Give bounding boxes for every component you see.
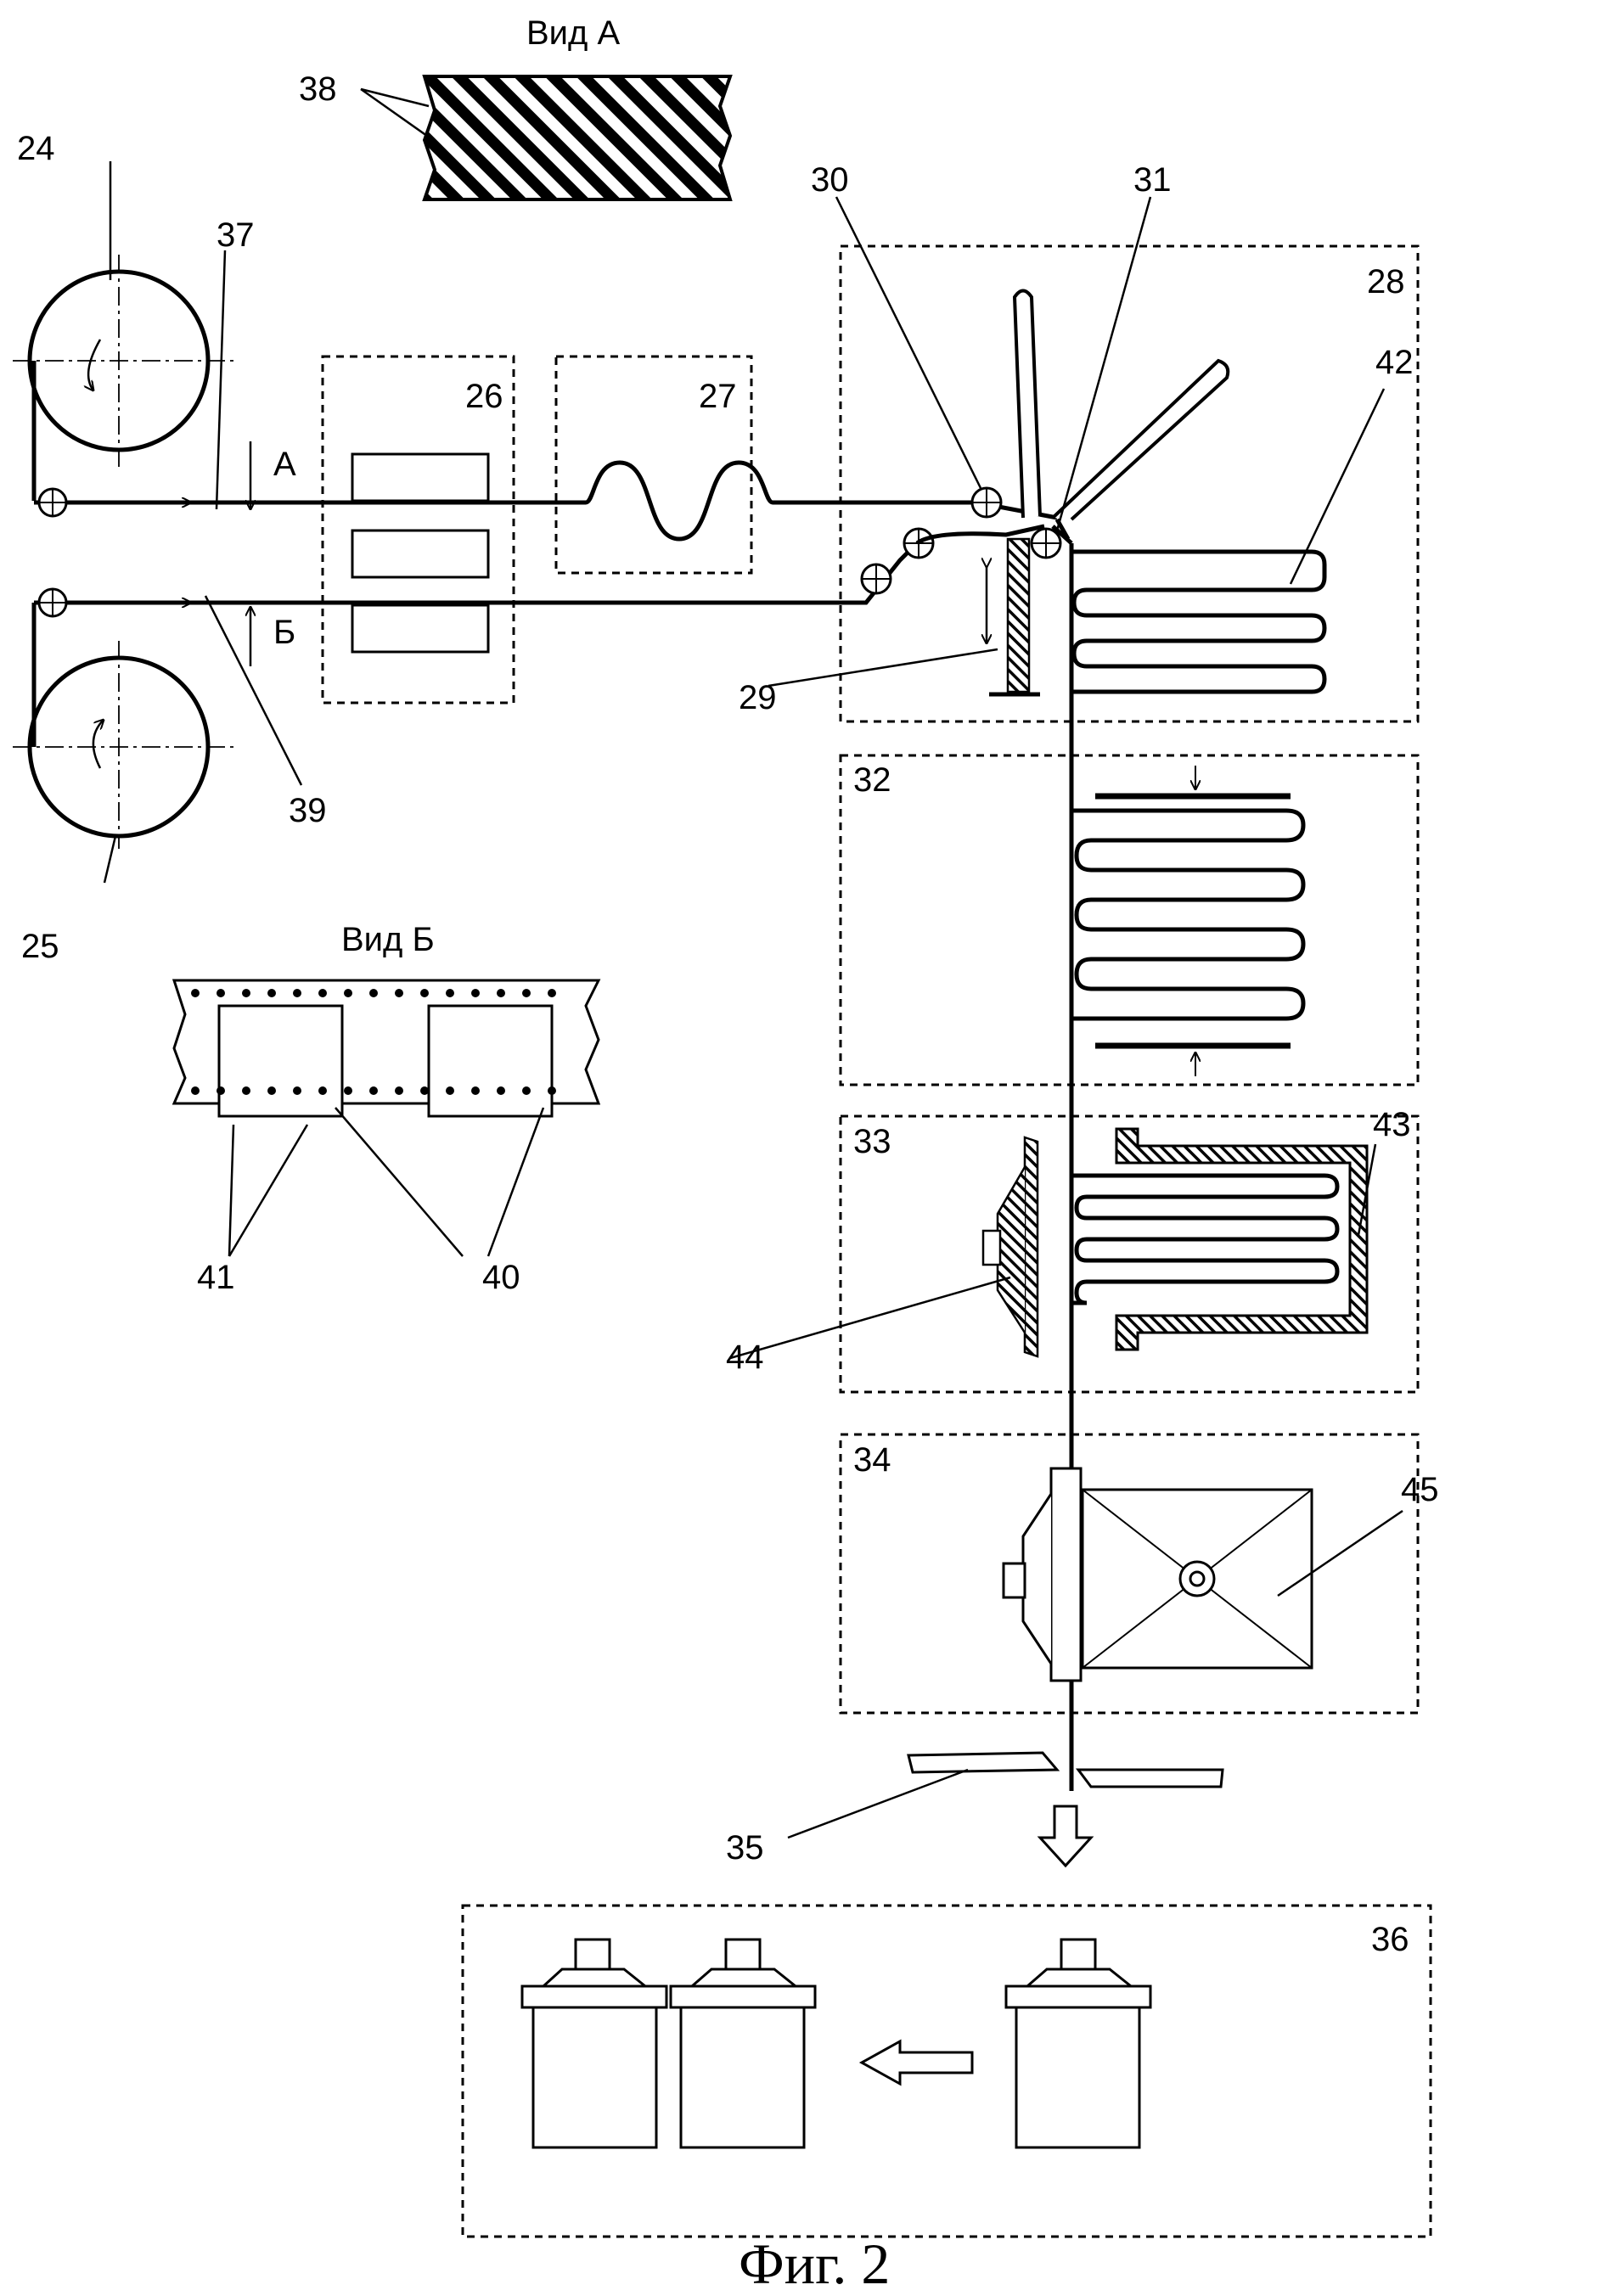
roll-25: [13, 603, 233, 849]
perforation-hole: [318, 1086, 327, 1095]
window-40-right: [429, 1006, 552, 1116]
perforation-hole: [344, 989, 352, 997]
view-a: Вид А: [425, 14, 730, 199]
station-33: [841, 1116, 1418, 1392]
container-3: [1006, 1940, 1150, 2147]
label-44: 44: [726, 1339, 764, 1376]
figure-caption: Фиг. 2: [739, 2231, 890, 2296]
perforation-hole: [446, 1086, 454, 1095]
perforation-hole: [191, 1086, 200, 1095]
label-40: 40: [482, 1259, 520, 1296]
perforation-hole: [242, 1086, 250, 1095]
perforation-hole: [267, 1086, 276, 1095]
label-27: 27: [699, 378, 737, 415]
perforation-hole: [395, 989, 403, 997]
window-40-left: [219, 1006, 342, 1116]
perforation-hole: [242, 989, 250, 997]
view-b-marker: Б: [273, 614, 295, 651]
label-29: 29: [739, 679, 777, 716]
perforation-hole: [420, 1086, 429, 1095]
label-24: 24: [17, 130, 55, 167]
label-38: 38: [299, 70, 337, 108]
perforation-hole: [497, 1086, 505, 1095]
label-37: 37: [217, 216, 255, 254]
perforation-hole: [497, 989, 505, 997]
conveyor-arrow-icon: [862, 2041, 972, 2084]
label-43: 43: [1373, 1106, 1411, 1143]
perforation-hole: [420, 989, 429, 997]
label-42: 42: [1375, 344, 1414, 381]
perforation-hole: [369, 989, 378, 997]
label-25: 25: [21, 928, 59, 965]
die-29: [1008, 539, 1029, 692]
perforation-hole: [471, 1086, 480, 1095]
view-a-marker: А: [273, 446, 296, 483]
perforation-hole: [191, 989, 200, 997]
label-39: 39: [289, 792, 327, 829]
perforation-hole: [267, 989, 276, 997]
container-2: [671, 1940, 815, 2147]
label-41: 41: [197, 1259, 235, 1296]
output-arrow-icon: [1040, 1806, 1091, 1866]
perforation-hole: [369, 1086, 378, 1095]
view-a-title: Вид А: [526, 14, 620, 52]
upper-web: А: [34, 441, 1057, 539]
label-32: 32: [853, 761, 891, 799]
label-34: 34: [853, 1441, 891, 1479]
label-35: 35: [726, 1829, 764, 1867]
label-30: 30: [811, 161, 849, 199]
knife-35: [908, 1753, 1223, 1866]
perforation-hole: [293, 989, 301, 997]
perforation-hole: [217, 989, 225, 997]
label-28: 28: [1367, 263, 1405, 300]
view-b-title: Вид Б: [341, 921, 435, 958]
container-1: [522, 1940, 666, 2147]
view-a-hatched-strip: [425, 76, 730, 199]
perforation-hole: [318, 989, 327, 997]
perforation-hole: [522, 989, 531, 997]
station-36: [463, 1906, 1431, 2237]
label-31: 31: [1133, 161, 1172, 199]
station-32: [841, 755, 1418, 1085]
perforation-hole: [293, 1086, 301, 1095]
view-b: Вид Б: [174, 921, 599, 1116]
station-34: [841, 1434, 1418, 1713]
perforation-hole: [217, 1086, 225, 1095]
perforation-hole: [471, 989, 480, 997]
perforation-hole: [548, 1086, 556, 1095]
roll-24: [13, 255, 233, 501]
label-45: 45: [1401, 1471, 1439, 1508]
label-36: 36: [1371, 1921, 1409, 1958]
perforation-hole: [344, 1086, 352, 1095]
perforation-hole: [522, 1086, 531, 1095]
perforation-hole: [548, 989, 556, 997]
perforation-hole: [395, 1086, 403, 1095]
perforation-hole: [446, 989, 454, 997]
label-26: 26: [465, 378, 503, 415]
label-33: 33: [853, 1123, 891, 1160]
